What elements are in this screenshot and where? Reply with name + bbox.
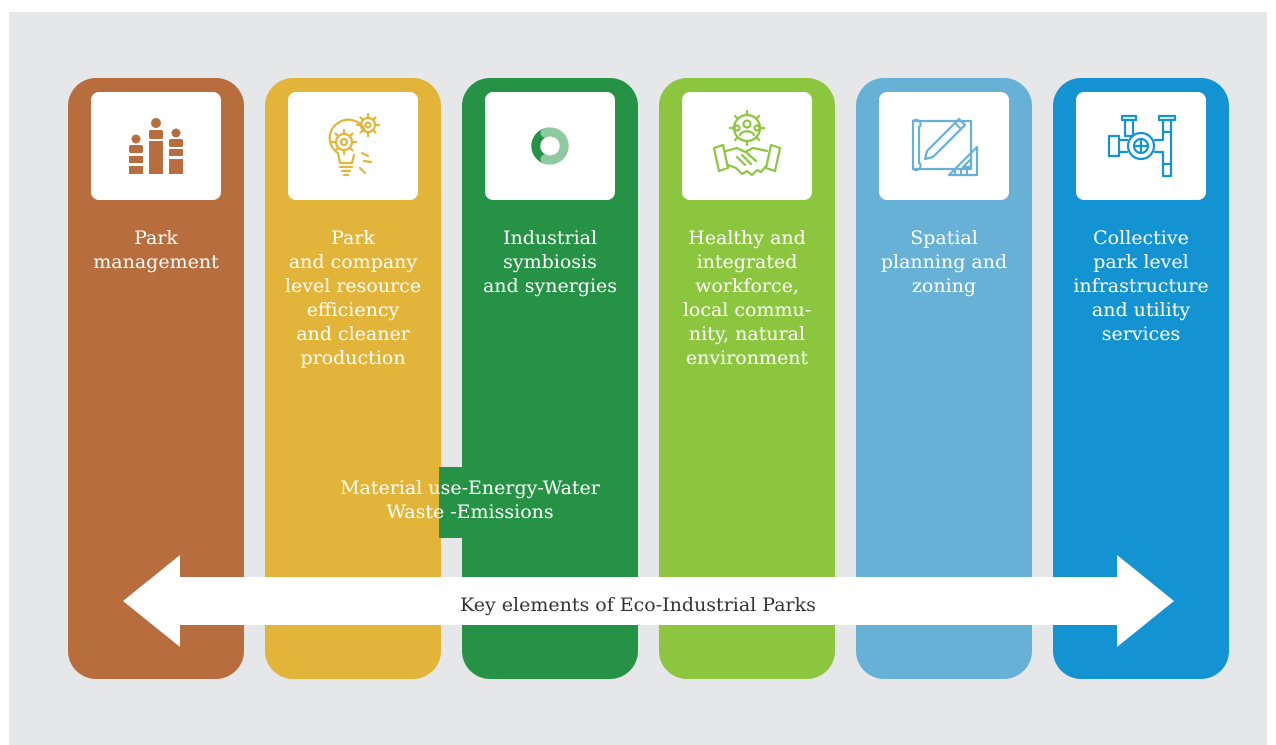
icon-card [879, 92, 1009, 200]
icon-card [682, 92, 812, 200]
people-ranking-icon [129, 118, 183, 174]
resource-bridge [439, 467, 463, 538]
lightbulb-gears-icon [328, 112, 381, 177]
arrow-label: Key elements of Eco-Industrial Parks [460, 594, 816, 616]
icon-card [1076, 92, 1206, 200]
linked-rings-icon [531, 127, 569, 165]
icon-card [91, 92, 221, 200]
column-label: Park management [93, 227, 219, 273]
column-label: Healthy and integrated workforce, local … [682, 227, 812, 369]
column-label: Industrial symbiosis and synergies [482, 227, 618, 297]
icon-card [288, 92, 418, 200]
double-arrow-icon [123, 555, 1174, 647]
column-label: Park and company level resource efficien… [284, 227, 422, 369]
pipe-valve-icon [1107, 114, 1177, 178]
blueprint-ruler-icon [911, 117, 979, 177]
resource-flows-note: Material use-Energy-Water Waste -Emissio… [340, 477, 600, 523]
column-label: Spatial planning and zoning [880, 227, 1008, 297]
column-label: Collective park level infrastructure and… [1073, 227, 1209, 345]
handshake-community-icon [712, 109, 782, 177]
icon-card [485, 92, 615, 200]
